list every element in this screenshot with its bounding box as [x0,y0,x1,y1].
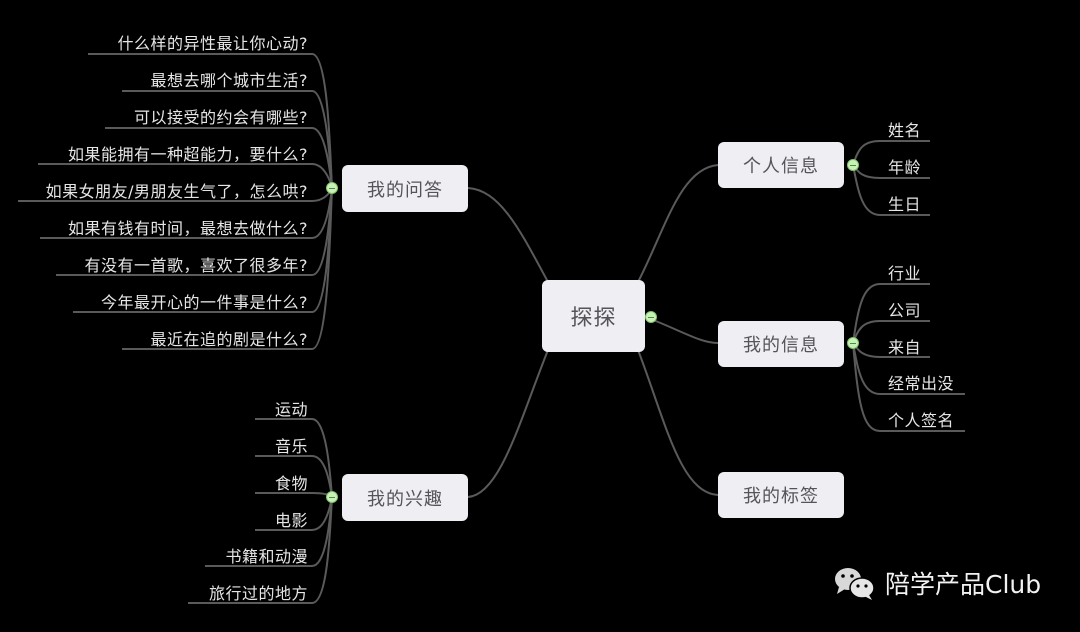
qa-item[interactable]: 有没有一首歌，喜欢了很多年? [84,256,308,275]
myinfo-item[interactable]: 个人签名 [888,411,955,430]
branch-node-tags[interactable]: 我的标签 [718,472,844,518]
interests-collapse-toggle[interactable] [326,491,338,503]
qa-item[interactable]: 最想去哪个城市生活? [150,71,308,90]
branch-node-personal[interactable]: 个人信息 [718,142,844,188]
interest-item[interactable]: 旅行过的地方 [208,584,308,603]
branch-label-qa: 我的问答 [367,179,443,201]
branch-node-qa[interactable]: 我的问答 [342,165,468,212]
interest-item[interactable]: 食物 [274,474,308,493]
root-label: 探探 [570,306,617,331]
qa-item[interactable]: 可以接受的约会有哪些? [134,108,308,127]
branch-label-interests: 我的兴趣 [367,488,443,510]
branch-node-interests[interactable]: 我的兴趣 [342,474,468,521]
personal-item[interactable]: 年龄 [888,158,922,177]
myinfo-item[interactable]: 公司 [888,301,922,320]
watermark: 陪学产品Club [833,565,1041,601]
personal-item[interactable]: 姓名 [888,121,922,140]
branch-node-myinfo[interactable]: 我的信息 [718,321,844,367]
branch-label-tags: 我的标签 [743,486,819,507]
personal-item[interactable]: 生日 [888,195,922,214]
qa-item[interactable]: 今年最开心的一件事是什么? [101,293,308,312]
myinfo-item[interactable]: 来自 [888,338,922,357]
qa-item[interactable]: 如果能拥有一种超能力，要什么? [68,145,308,164]
branch-label-myinfo: 我的信息 [743,335,819,356]
myinfo-item[interactable]: 行业 [888,264,922,283]
wechat-icon [833,565,877,601]
root-node[interactable]: 探探 [542,280,645,352]
interest-item[interactable]: 音乐 [274,437,308,456]
qa-item[interactable]: 什么样的异性最让你心动? [117,34,308,53]
personal-collapse-toggle[interactable] [847,159,859,171]
watermark-text: 陪学产品Club [885,570,1042,599]
qa-item[interactable]: 最近在追的剧是什么? [150,330,308,349]
qa-collapse-toggle[interactable] [326,182,338,194]
myinfo-collapse-toggle[interactable] [847,337,859,349]
qa-item[interactable]: 如果有钱有时间，最想去做什么? [68,219,308,238]
branch-label-personal: 个人信息 [743,156,819,177]
interest-item[interactable]: 电影 [274,511,308,530]
interest-item[interactable]: 运动 [274,400,308,419]
qa-item[interactable]: 如果女朋友/男朋友生气了，怎么哄? [45,182,308,201]
myinfo-item[interactable]: 经常出没 [888,374,955,393]
root-collapse-toggle[interactable] [645,311,657,323]
interest-item[interactable]: 书籍和动漫 [225,547,308,566]
